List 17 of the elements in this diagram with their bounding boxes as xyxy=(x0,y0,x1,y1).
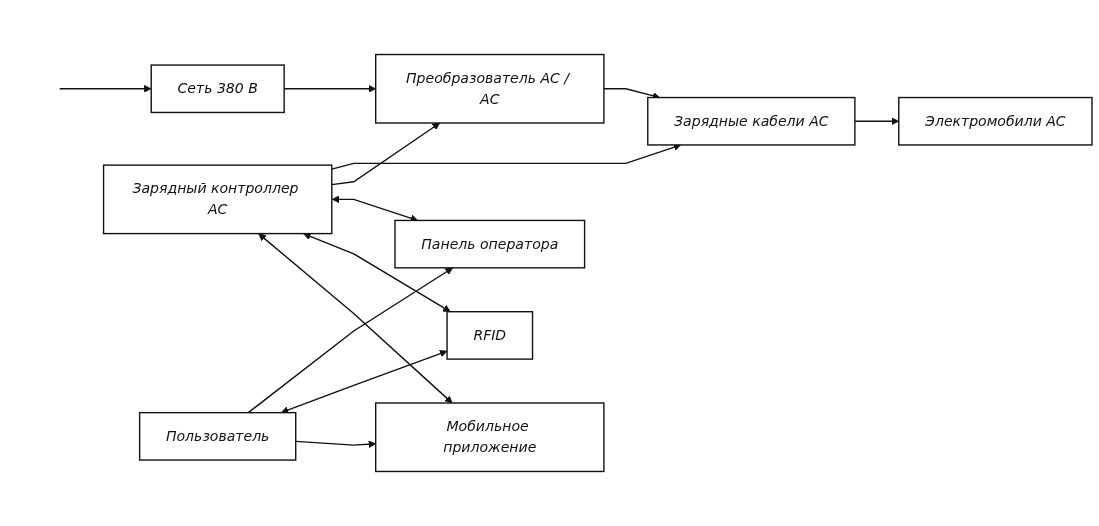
node-box: Пользователь xyxy=(138,411,297,461)
arrow xyxy=(331,195,419,222)
node-box: Преобразователь AC / AC xyxy=(375,53,605,124)
node-box: Мобильное приложение xyxy=(375,402,605,473)
arrow xyxy=(59,84,152,93)
node-box: Электромобили AC xyxy=(898,96,1093,146)
node-box: Сеть 380 В xyxy=(150,64,285,114)
node-box: RFID xyxy=(446,311,534,360)
arrow xyxy=(331,143,682,170)
arrow xyxy=(258,233,453,404)
node-box: Зарядный контроллер AC xyxy=(102,164,333,235)
arrow xyxy=(247,267,454,414)
arrow xyxy=(331,122,441,186)
arrow xyxy=(281,349,448,414)
node-box: Панель оператора xyxy=(394,219,586,269)
node-box: Зарядные кабели AC xyxy=(647,96,856,146)
arrow xyxy=(303,232,451,313)
